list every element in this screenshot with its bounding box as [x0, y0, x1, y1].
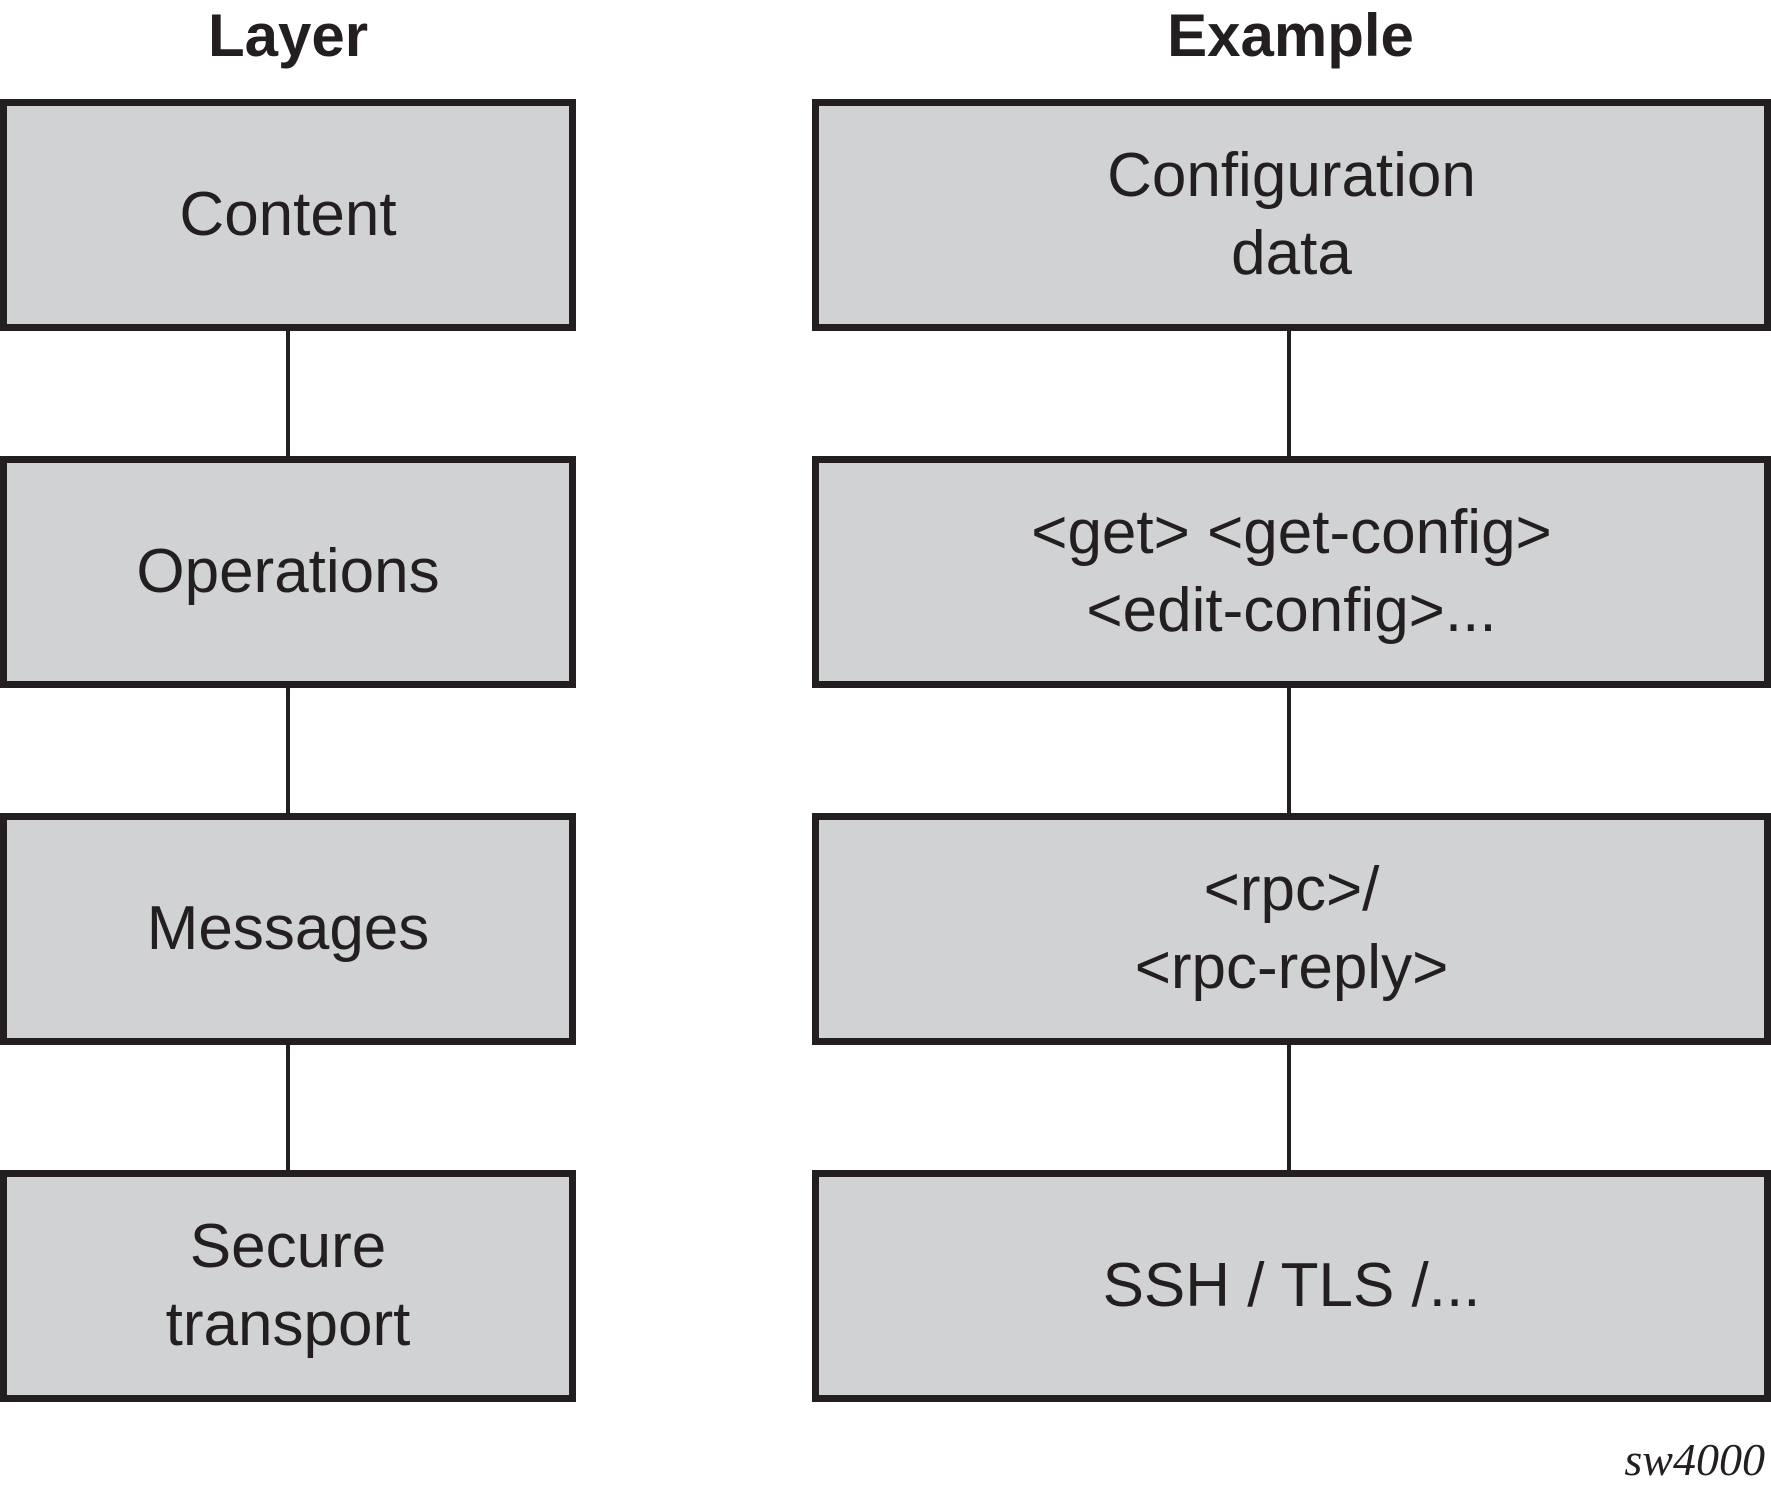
- example-column-header: Example: [1167, 2, 1414, 69]
- layer-connector-3: [286, 1045, 290, 1170]
- example-box-configuration-data-line-2: data: [1231, 219, 1352, 288]
- layer-box-messages-label: Messages: [146, 894, 430, 963]
- example-connector-3: [1287, 1045, 1291, 1170]
- example-box-transport: SSH / TLS /...: [812, 1170, 1771, 1402]
- layer-connector-1: [286, 331, 290, 456]
- example-box-rpc: <rpc>/ <rpc-reply>: [812, 813, 1771, 1045]
- layer-box-messages: Messages: [0, 813, 576, 1045]
- example-box-operations-line-2: <edit-config>...: [1086, 576, 1497, 645]
- example-box-rpc-line-1: <rpc>/: [1203, 855, 1380, 924]
- example-connector-2: [1287, 688, 1291, 813]
- layer-connector-2: [286, 688, 290, 813]
- example-box-operations-line-1: <get> <get-config>: [1031, 498, 1552, 567]
- layer-box-operations-label: Operations: [136, 537, 440, 606]
- example-box-configuration-data: Configuration data: [812, 99, 1771, 331]
- layer-box-operations: Operations: [0, 456, 576, 688]
- example-box-configuration-data-line-1: Configuration: [1107, 141, 1476, 210]
- example-connector-1: [1287, 331, 1291, 456]
- layer-box-content: Content: [0, 99, 576, 331]
- layer-box-secure-transport: Secure transport: [0, 1170, 576, 1402]
- example-box-rpc-line-2: <rpc-reply>: [1134, 933, 1449, 1002]
- example-box-operations: <get> <get-config> <edit-config>...: [812, 456, 1771, 688]
- example-box-transport-label: SSH / TLS /...: [1102, 1251, 1481, 1320]
- layer-box-secure-transport-line-2: transport: [165, 1290, 411, 1359]
- layer-box-secure-transport-line-1: Secure: [189, 1212, 387, 1281]
- layer-column-header: Layer: [207, 2, 369, 69]
- layer-box-content-label: Content: [179, 180, 397, 249]
- figure-id: sw4000: [1624, 1434, 1765, 1485]
